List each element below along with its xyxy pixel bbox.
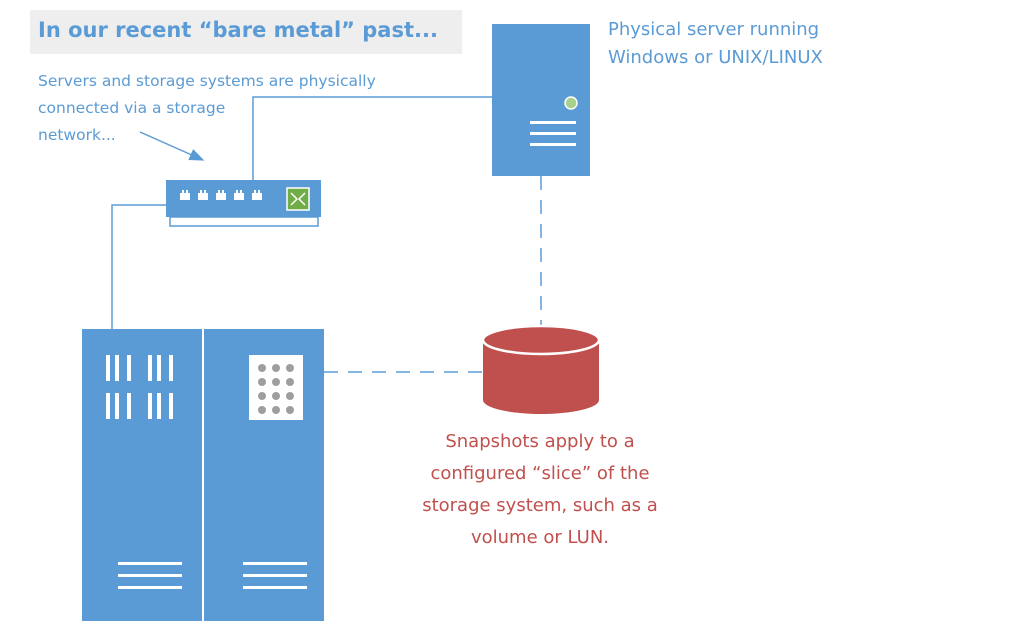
snapshot-note: Snapshots apply to a configured “slice” … (390, 426, 690, 554)
network-switch-icon (166, 180, 321, 227)
network-note-line-3: network... (38, 126, 116, 144)
disk-grid-panel (249, 355, 303, 420)
switch-shuffle-icon (286, 187, 310, 211)
tower-server-icon (492, 24, 590, 176)
server-label-line-1: Physical server running (608, 19, 820, 40)
server-label: Physical server running Windows or UNIX/… (608, 16, 823, 72)
vent-lines-right (243, 562, 307, 589)
drive-bays-left (106, 355, 173, 419)
slide-title: In our recent “bare metal” past... (38, 18, 438, 42)
switch-to-server-line (252, 96, 492, 190)
vent-lines-left (118, 562, 182, 589)
database-cylinder-icon (481, 324, 601, 414)
snapshot-note-line-4: volume or LUN. (470, 527, 610, 548)
snapshot-note-line-1: Snapshots apply to a (445, 431, 635, 452)
network-note-line-2: connected via a storage (38, 99, 226, 117)
storage-array-icon (82, 329, 324, 621)
title-banner: In our recent “bare metal” past... (30, 10, 462, 54)
snapshot-note-line-3: storage system, such as a (422, 495, 658, 516)
snapshot-note-line-2: configured “slice” of the (430, 463, 650, 484)
storage-to-switch-line (111, 204, 168, 330)
server-label-line-2: Windows or UNIX/LINUX (608, 47, 823, 68)
note-arrow (139, 131, 205, 161)
connectors (111, 96, 542, 373)
network-note-line-1: Servers and storage systems are physical… (38, 72, 376, 90)
network-note: Servers and storage systems are physical… (38, 68, 438, 149)
